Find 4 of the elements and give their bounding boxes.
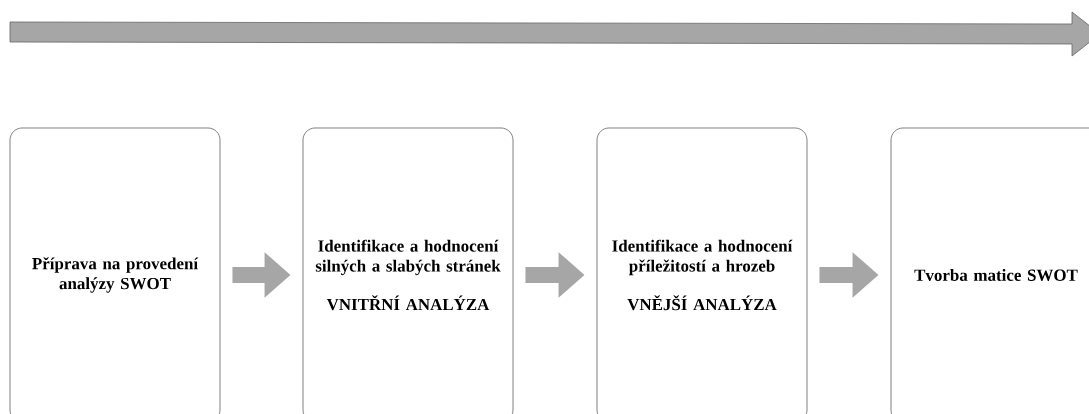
process-box: Identifikace a hodnocení silných a slabých stránek VNITŘNÍ ANALÝZA xyxy=(302,127,514,414)
process-box: Příprava na provedení analýzy SWOT xyxy=(9,127,221,414)
process-box: Tvorba matice SWOT xyxy=(890,127,1089,414)
process-box: Identifikace a hodnocení příležitostí a hrozeb VNĚJŠÍ ANALÝZA xyxy=(596,127,808,414)
